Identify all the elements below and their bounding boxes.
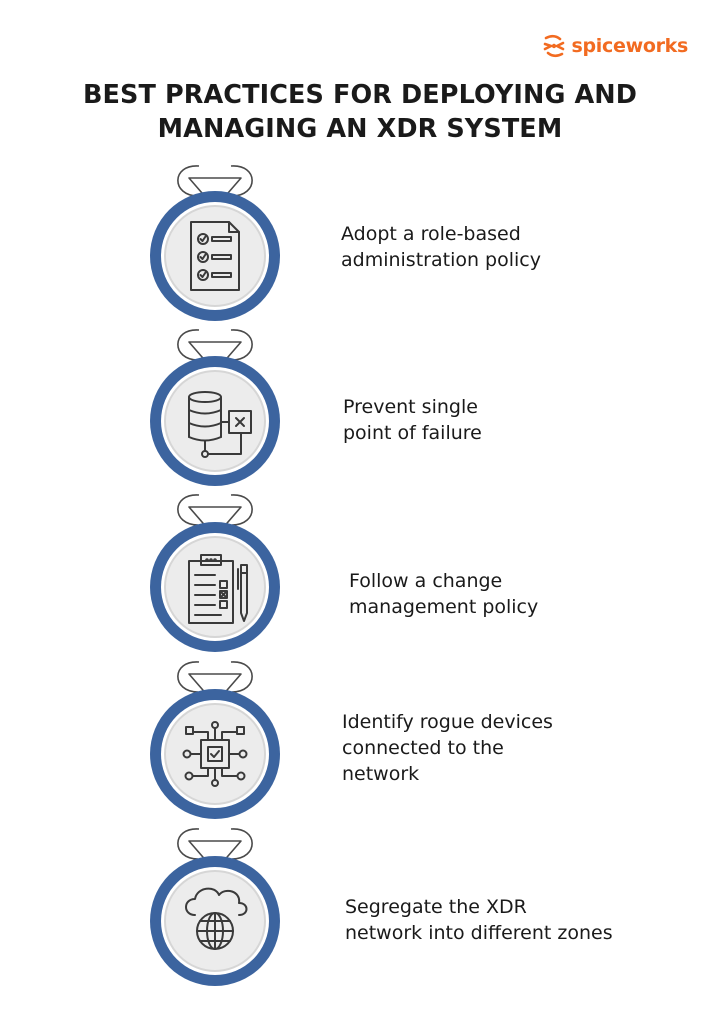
step-4-line-1: Identify rogue devices xyxy=(342,711,553,733)
step-4-line-3: network xyxy=(342,763,420,785)
step-1-text: Adopt a role-based administration policy xyxy=(341,221,671,273)
cloud-globe-icon xyxy=(185,887,248,950)
title-line-2: MANAGING AN XDR SYSTEM xyxy=(157,114,563,144)
spiceworks-logo-icon xyxy=(543,34,564,58)
database-failure-icon xyxy=(188,391,252,458)
step-3-circle xyxy=(149,521,281,653)
step-3-line-1: Follow a change xyxy=(349,570,503,592)
step-2-circle xyxy=(149,355,281,487)
page-title: BEST PRACTICES FOR DEPLOYING AND MANAGIN… xyxy=(0,78,720,146)
step-1-line-2: administration policy xyxy=(341,249,541,271)
step-1-circle xyxy=(149,190,281,322)
step-1-line-1: Adopt a role-based xyxy=(341,223,521,245)
step-2-line-1: Prevent single xyxy=(343,396,478,418)
checklist-document-icon xyxy=(190,221,240,291)
step-5-text: Segregate the XDR network into different… xyxy=(345,894,705,946)
step-3-line-2: management policy xyxy=(349,596,539,618)
spiceworks-logo-text: spiceworks xyxy=(571,35,689,57)
step-4-text: Identify rogue devices connected to the … xyxy=(342,709,672,787)
step-5-line-2: network into different zones xyxy=(345,922,613,944)
step-2-text: Prevent single point of failure xyxy=(343,394,673,446)
step-5-line-1: Segregate the XDR xyxy=(345,896,527,918)
network-chip-icon xyxy=(182,721,248,787)
step-2-line-2: point of failure xyxy=(343,422,482,444)
step-5-circle xyxy=(149,855,281,987)
title-line-1: BEST PRACTICES FOR DEPLOYING AND xyxy=(82,80,638,110)
step-3-text: Follow a change management policy xyxy=(349,568,679,620)
step-4-circle xyxy=(149,688,281,820)
spiceworks-logo: spiceworks xyxy=(540,32,689,60)
clipboard-pen-icon xyxy=(188,554,248,624)
step-4-line-2: connected to the xyxy=(342,737,504,759)
